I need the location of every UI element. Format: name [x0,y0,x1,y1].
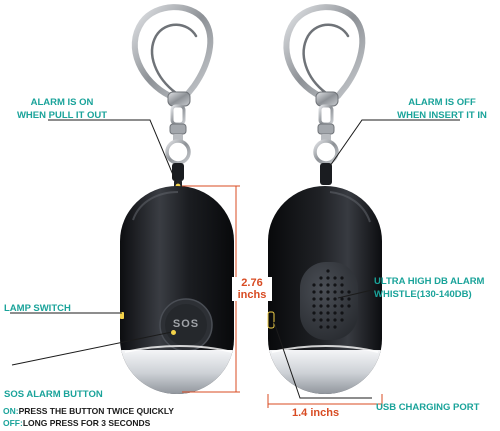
speaker-hole [333,311,337,315]
speaker-hole [333,325,337,329]
callout-alarm-off: ALARM IS OFF WHEN INSERT IT IN [397,97,487,121]
speaker-hole [340,283,344,287]
speaker-hole [347,297,351,301]
speaker-hole [319,311,323,315]
speaker-hole [347,304,351,308]
callout-alarm-on: ALARM IS ON WHEN PULL IT OUT [16,97,108,121]
usb-port-graphic [267,311,275,329]
left-keychain [120,4,234,394]
speaker-hole [319,276,323,280]
speaker-hole [347,290,351,294]
height-dimension-label: 2.76 inchs [232,277,272,301]
callout-sos-button: SOS ALARM BUTTON [4,389,103,400]
speaker-hole [312,318,316,322]
speaker-hole [340,311,344,315]
speaker-hole [312,283,316,287]
callout-usb-port: USB CHARGING PORT [376,402,480,413]
speaker-hole [319,325,323,329]
speaker-hole [326,325,330,329]
speaker-hole [326,297,330,301]
right-lamp-lens [268,350,382,394]
speaker-hole [333,283,337,287]
speaker-hole [326,318,330,322]
speaker-hole [326,311,330,315]
callout-lamp-switch: LAMP SWITCH [4,303,71,314]
speaker-hole [326,276,330,280]
speaker-hole [312,304,316,308]
speaker-hole [312,290,316,294]
speaker-hole [333,276,337,280]
callout-line-whistle [337,289,373,299]
speaker-hole [326,290,330,294]
sos-button-label: SOS [172,318,200,330]
speaker-hole [340,304,344,308]
speaker-grille [300,262,358,340]
speaker-hole [319,290,323,294]
width-dimension-label: 1.4 inchs [292,407,340,419]
speaker-hole [319,304,323,308]
instruction-off: OFF:LONG PRESS FOR 3 SECONDS [3,418,151,428]
callout-line-sos [11,331,173,366]
speaker-hole [319,283,323,287]
lamp-switch-marker [120,312,124,319]
speaker-hole [340,290,344,294]
speaker-hole [340,297,344,301]
speaker-hole [340,276,344,280]
instruction-on: ON:PRESS THE BUTTON TWICE QUICKLY [3,406,174,416]
speaker-hole [326,269,330,273]
speaker-hole [326,304,330,308]
speaker-hole [326,283,330,287]
speaker-hole [333,318,337,322]
left-lamp-lens [120,350,234,394]
speaker-hole [333,290,337,294]
speaker-hole [312,297,316,301]
speaker-hole [319,297,323,301]
callout-line-usb [273,321,372,399]
callout-lines [10,119,460,399]
right-keychain [267,4,382,394]
speaker-hole [319,318,323,322]
speaker-hole [312,311,316,315]
callout-line-alarm-on [48,119,177,183]
speaker-hole [333,304,337,308]
speaker-hole [340,318,344,322]
sos-led-dot [171,330,176,335]
callout-whistle: ULTRA HIGH DB ALARM WHISTLE(130-140DB) [374,276,485,300]
callout-line-alarm-off [329,119,460,167]
speaker-hole [333,297,337,301]
